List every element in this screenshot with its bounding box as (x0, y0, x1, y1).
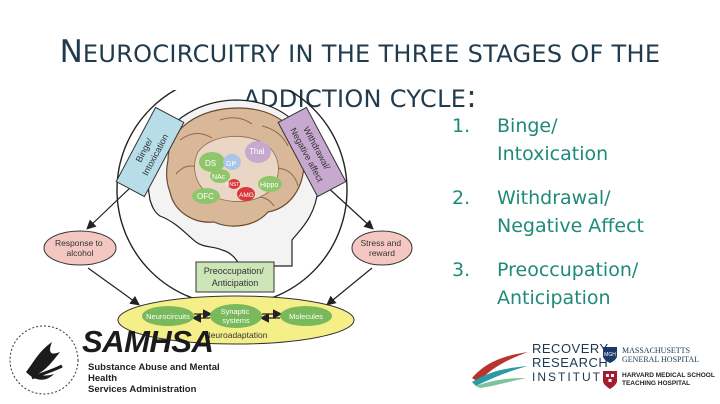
title-line1: EUROCIRCUITRY IN THE THREE STAGES OF THE (82, 40, 661, 68)
stage-number: 3. (452, 259, 471, 281)
region-thal (245, 141, 271, 163)
region-amg (237, 187, 255, 201)
label-gp: GP (226, 161, 236, 168)
region-bnst (228, 179, 240, 189)
hms-wordmark: HARVARD MEDICAL SCHOOL TEACHING HOSPITAL (622, 372, 715, 387)
node-response-to-alcohol: Response to alcohol (43, 230, 117, 266)
rri-line1: RECOVERY (532, 341, 609, 356)
label-nac: NAc (212, 174, 226, 181)
node-neurocircuits-text: Neurocircuits (146, 312, 190, 321)
mgh-wordmark: MASSACHUSETTS GENERAL HOSPITAL (622, 346, 700, 364)
samhsa-logo: SAMHSA Substance Abuse and Mental Health… (8, 320, 220, 402)
banner-preoccupation-l1: Preoccupation/ (204, 266, 265, 276)
arrow-withdrawal-to-stress (323, 183, 374, 230)
node-stress-text: Stress and reward (360, 238, 403, 258)
label-amg: AMG (239, 192, 254, 199)
node-response-text: Response to alcohol (55, 238, 105, 258)
mgh-logo: MGH MASSACHUSETTS GENERAL HOSPITAL HARVA… (602, 346, 718, 400)
node-molecules: Molecules (280, 306, 332, 326)
stage-item-2: 2. Withdrawal/ Negative Affect (452, 184, 714, 240)
recovery-research-institute-logo: RECOVERY RESEARCH INSTITUTE (470, 342, 610, 398)
label-bnst: BNST (226, 182, 239, 188)
region-ofc (192, 188, 220, 204)
title-colon: : (466, 79, 477, 115)
stage-list: 1. Binge/ Intoxication 2. Withdrawal/ Ne… (452, 112, 714, 328)
label-ofc: OFC (197, 192, 214, 201)
title-line2: ADDICTION CYCLE (243, 85, 467, 113)
node-stress-l1: Stress and (360, 238, 401, 248)
hms-shield-icon (603, 371, 617, 389)
banner-preoccupation-l2: Anticipation (212, 278, 259, 288)
hhs-eagle-icon (9, 325, 79, 395)
stage-item-3: 3. Preoccupation/ Anticipation (452, 256, 714, 312)
arrow-response-to-ellipse (87, 267, 140, 306)
rri-swoosh-icon (472, 352, 528, 388)
node-synaptic-l2: systems (222, 316, 250, 325)
title-initial: N (59, 34, 83, 70)
node-stress-and-reward: Stress and reward (351, 230, 413, 266)
node-stress-l2: reward (369, 248, 395, 258)
slide-title: NEUROCIRCUITRY IN THE THREE STAGES OF TH… (40, 32, 680, 122)
addiction-cycle-diagram: DS GP Thal NAc OFC Hippo AMG BNST Binge/… (43, 90, 413, 345)
node-synaptic-l1: Synaptic (221, 307, 250, 316)
banner-preoccupation: Preoccupation/ Anticipation (195, 261, 275, 293)
stage-text: Withdrawal/ Negative Affect (497, 187, 644, 237)
samhsa-subtitle: Substance Abuse and Mental Health Servic… (88, 362, 220, 395)
region-nac (210, 169, 230, 183)
banner-preoccupation-text: Preoccupation/ Anticipation (204, 266, 267, 288)
rri-line2: RESEARCH (532, 355, 609, 370)
label-ds: DS (205, 159, 216, 168)
rri-line3: INSTITUTE (532, 370, 612, 384)
brain-folds (175, 117, 299, 207)
stage-number: 1. (452, 115, 471, 137)
node-response-l1: Response to (55, 238, 103, 248)
label-neuroadaptation: Neuroadaptation (205, 330, 268, 340)
stage-text: Preoccupation/ Anticipation (497, 259, 639, 309)
arrow-binge-to-response (86, 185, 133, 230)
arrow-stress-to-ellipse (326, 267, 373, 306)
label-hippo: Hippo (260, 182, 278, 189)
region-ds (199, 152, 225, 172)
region-hippo (258, 176, 282, 192)
stage-number: 2. (452, 187, 471, 209)
node-synaptic-text: Synaptic systems (221, 307, 252, 325)
region-gp (223, 154, 241, 170)
svg-text:MGH: MGH (604, 352, 616, 358)
node-molecules-text: Molecules (289, 312, 323, 321)
stage-item-1: 1. Binge/ Intoxication (452, 112, 714, 168)
samhsa-wordmark: SAMHSA (82, 324, 214, 359)
label-thal: Thal (249, 147, 265, 156)
stage-text: Binge/ Intoxication (497, 115, 609, 165)
mgh-shield-icon: MGH (603, 347, 617, 363)
node-response-l2: alcohol (67, 248, 94, 258)
node-neurocircuits: Neurocircuits (142, 306, 194, 326)
rri-wordmark: RECOVERY RESEARCH INSTITUTE (532, 341, 612, 385)
node-synaptic-systems: Synaptic systems (210, 304, 262, 328)
